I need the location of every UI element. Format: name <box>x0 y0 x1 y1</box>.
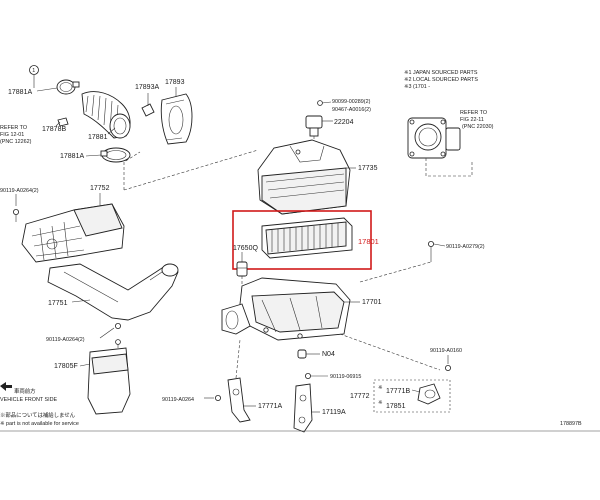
circle-1-marker: 1 <box>29 65 39 88</box>
bolt-90119-A0264-bottom[interactable] <box>214 394 221 401</box>
label-17751: 17751 <box>48 300 68 307</box>
part-17751-lower-duct[interactable] <box>47 263 179 321</box>
bolt-90119-A0264-top[interactable] <box>12 208 19 215</box>
legend-not-available-jp: ※部品については補給しません <box>0 411 76 419</box>
part-17893A-clip[interactable] <box>141 103 155 117</box>
bolt-90119-A0160[interactable] <box>444 364 451 371</box>
part-17752-inlet-duct[interactable] <box>21 203 125 263</box>
refer-right-line1[interactable]: REFER TO <box>460 110 487 116</box>
part-17881-intake-hose[interactable] <box>81 91 131 139</box>
label-90099: 90099-00289(2) <box>332 99 371 105</box>
legend-not-available-en: ※ part is not available for service <box>0 421 79 427</box>
note-local-sourced: ※2 LOCAL SOURCED PARTS <box>404 77 478 83</box>
part-throttle-body[interactable] <box>407 117 461 159</box>
bolt-90119-06915[interactable] <box>304 372 311 379</box>
part-17771A-bracket[interactable] <box>227 377 251 423</box>
refer-left-line2[interactable]: FIG 12-01 <box>0 132 24 138</box>
screw-90099[interactable] <box>317 100 323 106</box>
label-17771B: 17771B <box>386 388 410 395</box>
svg-text:1: 1 <box>32 68 35 74</box>
label-17772: 17772 <box>350 393 370 400</box>
label-90119-A0279: 90119-A0279(2) <box>446 244 485 250</box>
label-90119-06915: 90119-06915 <box>330 374 361 380</box>
label-N04: N04 <box>322 351 335 358</box>
label-90119-A0264-2-mid: 90119-A0264(2) <box>46 337 85 343</box>
label-17801-highlighted[interactable]: 17801 <box>358 237 379 246</box>
note-japan-sourced: ※1 JAPAN SOURCED PARTS <box>404 70 478 76</box>
group-17772-box <box>373 379 451 413</box>
label-90119-A0264-bottom: 90119-A0264 <box>162 397 194 403</box>
part-17878B-clip[interactable] <box>57 117 69 127</box>
figure-id: 178897B <box>560 421 582 427</box>
part-22204-mass-air-flow-sensor[interactable] <box>305 115 323 137</box>
label-17881A-bottom: 17881A <box>60 153 84 160</box>
label-17851: 17851 <box>386 403 406 410</box>
label-17878B: 17878B <box>42 126 66 133</box>
part-17801-air-filter-element[interactable] <box>261 217 353 259</box>
part-17650Q-grommet[interactable] <box>236 261 248 277</box>
part-17119A-bracket[interactable] <box>293 383 313 433</box>
part-17881A-clamp-bottom[interactable] <box>100 147 131 163</box>
part-17881A-clamp-top[interactable] <box>56 79 80 95</box>
refer-left-line1[interactable]: REFER TO <box>0 125 27 131</box>
label-17119A: 17119A <box>322 409 346 416</box>
label-17752: 17752 <box>90 185 110 192</box>
bolt-90119-A0264-mid[interactable] <box>115 322 122 329</box>
label-17701: 17701 <box>362 299 382 306</box>
label-17805F: 17805F <box>54 363 78 370</box>
refer-right-line2[interactable]: FIG 22-11 <box>460 117 484 123</box>
label-17771A: 17771A <box>258 403 282 410</box>
label-22204: 22204 <box>334 119 354 126</box>
part-17805F-resonator[interactable] <box>87 339 131 415</box>
label-90467: 90467-A0016(2) <box>332 107 371 113</box>
label-90119-A0264-2-top: 90119-A0264(2) <box>0 188 39 194</box>
refer-left-line3[interactable]: (PNC 12262) <box>0 139 32 145</box>
legend-vehicle-front-en: VEHICLE FRONT SIDE <box>0 397 58 403</box>
note-mark-17771B: ※ <box>378 385 383 391</box>
part-17701-air-cleaner-case[interactable] <box>221 277 351 341</box>
selected-part-highlight-box <box>232 210 372 270</box>
label-17893A: 17893A <box>135 84 159 91</box>
refer-right-line3[interactable]: (PNC 22030) <box>462 124 494 130</box>
label-17881A-top: 17881A <box>8 89 32 96</box>
front-arrow-icon <box>0 382 12 391</box>
part-17735-air-cleaner-cap[interactable] <box>257 139 351 215</box>
bolt-90119-A0279[interactable] <box>427 240 434 247</box>
note-3: ※3 (1701 - <box>404 84 430 90</box>
label-17893: 17893 <box>165 79 185 86</box>
label-17881: 17881 <box>88 134 108 141</box>
part-N04-grommet[interactable] <box>297 349 307 359</box>
label-17650Q: 17650Q <box>233 245 258 252</box>
label-90119-A0160: 90119-A0160 <box>430 348 462 354</box>
label-17735: 17735 <box>358 165 378 172</box>
part-17893-duct[interactable] <box>160 93 193 145</box>
note-mark-17851: ※ <box>378 400 383 406</box>
part-17771B-cushion[interactable] <box>417 383 441 405</box>
legend-vehicle-front-jp: 車両前方 <box>14 387 36 395</box>
